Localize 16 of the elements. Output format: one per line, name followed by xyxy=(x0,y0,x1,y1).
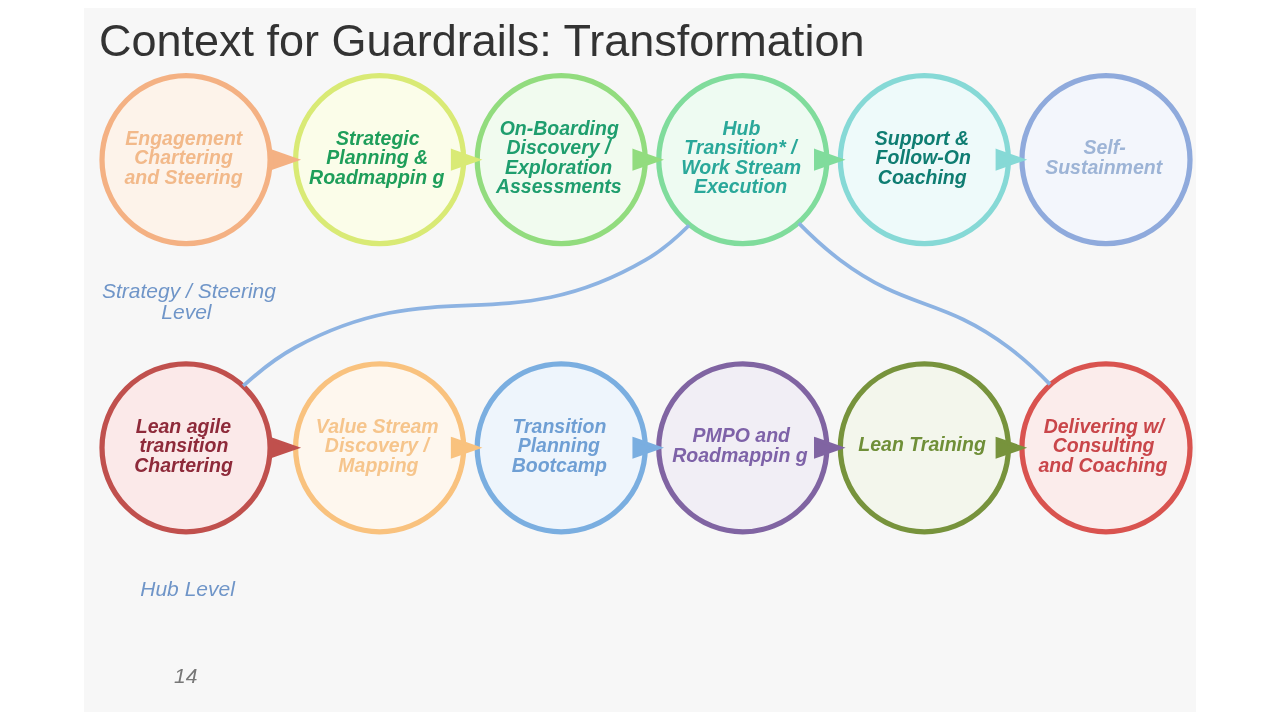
arrow xyxy=(632,148,664,171)
arrow xyxy=(632,436,664,459)
connector xyxy=(242,223,691,388)
node-circle: Self- Sustainment xyxy=(1019,73,1193,247)
label: Strategy / Steering Level xyxy=(102,279,276,324)
label: Hub Level xyxy=(140,576,235,600)
arrow xyxy=(814,436,846,459)
connector xyxy=(797,221,1052,386)
arrow xyxy=(814,148,846,171)
arrow xyxy=(450,436,483,459)
arrow xyxy=(450,148,483,171)
arrow xyxy=(995,148,1028,171)
diagram-title: Context for Guardrails: Transformation xyxy=(98,15,865,67)
label: 14 xyxy=(174,663,198,687)
node-circle: Delivering w/ Consulting and Coaching xyxy=(1019,361,1193,535)
arrow xyxy=(995,436,1028,459)
